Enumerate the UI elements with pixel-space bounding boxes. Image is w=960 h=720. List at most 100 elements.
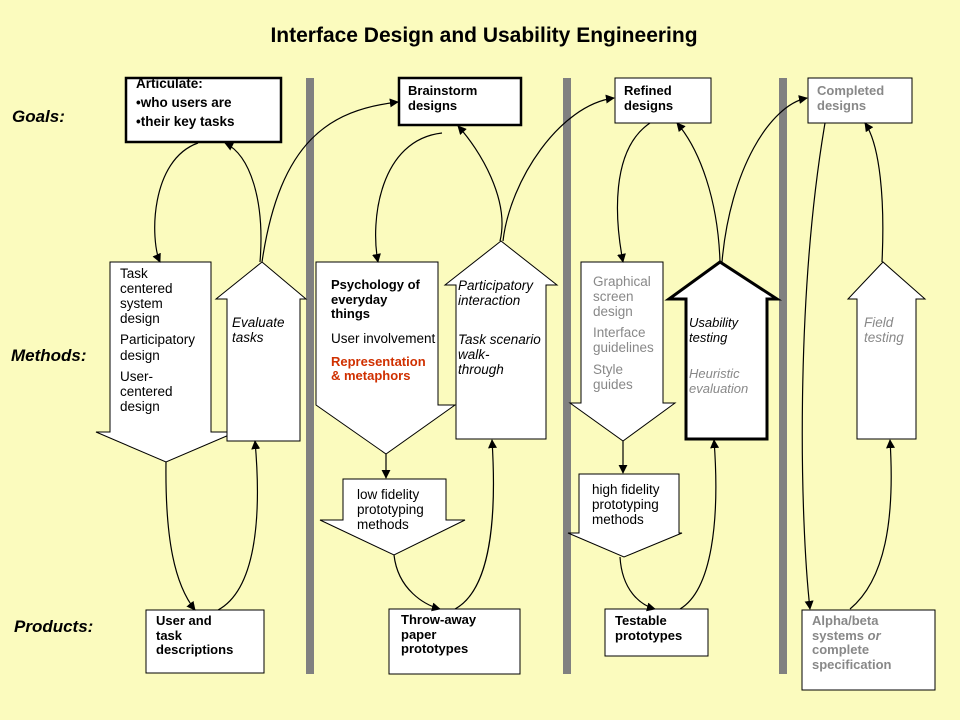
curve-product2-to-up2: [454, 439, 497, 610]
method-line: evaluation: [689, 380, 749, 396]
method-line: Style: [593, 361, 624, 377]
product-4-text: Alpha/beta systems or complete specifica…: [812, 613, 892, 672]
method-line: design: [593, 304, 633, 320]
method-line: guides: [593, 376, 633, 392]
method-line: tasks: [232, 330, 264, 346]
up-arrow-phase2: [443, 240, 559, 440]
product-box-2: [388, 608, 521, 675]
product-line: task: [156, 627, 183, 643]
method-line-highlight: Representation: [331, 353, 426, 369]
product-line: paper: [401, 626, 437, 642]
method-phase3-up-text: Usability testing Heuristic evaluation: [689, 315, 749, 396]
product-line: systems: [812, 627, 865, 643]
product-3-text: Testable prototypes: [615, 613, 682, 643]
method-line: design: [120, 398, 160, 414]
goal-articulate-item: •their key tasks: [136, 113, 235, 129]
method-phase3-down-text: Graphical screen design Interface guidel…: [593, 274, 654, 392]
method-line: everyday: [331, 291, 388, 307]
curve-product3-to-up3: [679, 439, 720, 610]
goal-refined-line: designs: [624, 97, 674, 113]
curve-eval-to-articulate: [224, 142, 262, 263]
method-line: User-: [120, 368, 153, 384]
down-arrow-phase2: [315, 261, 457, 455]
method-line: Interface: [593, 325, 646, 341]
curve-up2-to-brainstorm: [457, 125, 503, 242]
phase-divider-1: [306, 78, 314, 674]
goal-completed-text: Completed designs: [817, 83, 885, 113]
method-line: methods: [592, 512, 644, 528]
goal-completed-line: designs: [817, 97, 867, 113]
method-line: prototyping: [357, 502, 424, 518]
method-line: screen: [593, 289, 634, 305]
method-line: testing: [689, 329, 728, 345]
product-box-3: [604, 608, 709, 657]
method-line: low fidelity: [357, 487, 420, 502]
method-line: system: [120, 296, 163, 312]
method-line: methods: [357, 517, 409, 533]
goal-brainstorm-text: Brainstorm designs: [408, 83, 478, 113]
method-line: walk-: [458, 347, 490, 363]
curve-articulate-to-method1: [152, 142, 199, 263]
curve-small2-to-product2: [393, 554, 441, 612]
goal-brainstorm-line: designs: [408, 97, 458, 113]
product-line: specification: [812, 656, 892, 672]
phase-divider-3: [779, 78, 787, 674]
method-line: centered: [120, 383, 173, 399]
product-line: prototypes: [401, 641, 469, 657]
curve-eval-to-brainstorm: [261, 98, 399, 263]
product-line: Throw-away: [401, 612, 477, 627]
curve-up3-to-completed: [721, 95, 808, 263]
product-line: Testable: [615, 613, 667, 628]
goal-box-brainstorm: [397, 76, 523, 127]
curve-refined-to-method3: [616, 122, 651, 263]
goal-articulate-item: •who users are: [136, 94, 232, 110]
row-label-goals: Goals:: [12, 107, 65, 126]
goal-refined-line: Refined: [624, 83, 672, 98]
small-down-arrow-phase2: [319, 478, 466, 556]
method-phase1-down-text: Task centered system design Participator…: [120, 266, 195, 414]
goal-refined-text: Refined designs: [624, 83, 674, 113]
method-line: design: [120, 311, 160, 327]
method-line: Graphical: [593, 274, 651, 289]
phase-divider-2: [563, 78, 571, 674]
curve-product4-to-up4: [849, 439, 895, 610]
method-line: Field: [864, 315, 894, 330]
method-line: Participatory: [458, 278, 534, 293]
product-line: descriptions: [156, 642, 234, 658]
method-line: User involvement: [331, 330, 436, 346]
product-box-4: [801, 609, 936, 691]
method-line: Task scenario: [458, 332, 541, 348]
curve-brainstorm-to-method2: [372, 132, 443, 263]
method-line: Evaluate: [232, 315, 285, 330]
method-line: guidelines: [593, 340, 654, 356]
method-phase2-up-text: Participatory interaction Task scenario …: [458, 278, 541, 378]
product-1-text: User and task descriptions: [156, 613, 234, 658]
row-label-methods: Methods:: [11, 346, 87, 365]
goal-completed-line: Completed: [817, 83, 885, 98]
curve-product1-to-eval: [217, 440, 261, 611]
product-line: complete: [812, 642, 870, 658]
method-line: through: [458, 362, 504, 378]
method-line: Heuristic: [689, 366, 740, 382]
method-line-highlight: & metaphors: [331, 368, 411, 384]
method-phase3-small-text: high fidelity prototyping methods: [592, 482, 660, 527]
goal-articulate-heading: Articulate:: [136, 76, 203, 91]
method-line: centered: [120, 281, 173, 297]
curve-up3-to-refined: [676, 122, 721, 263]
product-line: Alpha/beta: [812, 613, 879, 628]
curve-method1-to-product1: [165, 461, 196, 611]
up-arrow-phase1: [214, 261, 308, 442]
method-line: things: [331, 306, 370, 322]
goal-brainstorm-line: Brainstorm: [408, 83, 478, 98]
curve-small3-to-product3: [619, 556, 656, 612]
method-line: Participatory: [120, 332, 196, 348]
method-phase2-small-text: low fidelity prototyping methods: [357, 487, 424, 532]
product-line: User and: [156, 613, 212, 628]
method-line: Task: [120, 266, 148, 281]
method-line: Psychology of: [331, 277, 420, 292]
curve-up2-to-refined: [502, 94, 615, 242]
method-phase4-up-text: Field testing: [864, 315, 904, 345]
product-box-1: [145, 609, 265, 674]
goal-box-articulate: [124, 76, 283, 144]
